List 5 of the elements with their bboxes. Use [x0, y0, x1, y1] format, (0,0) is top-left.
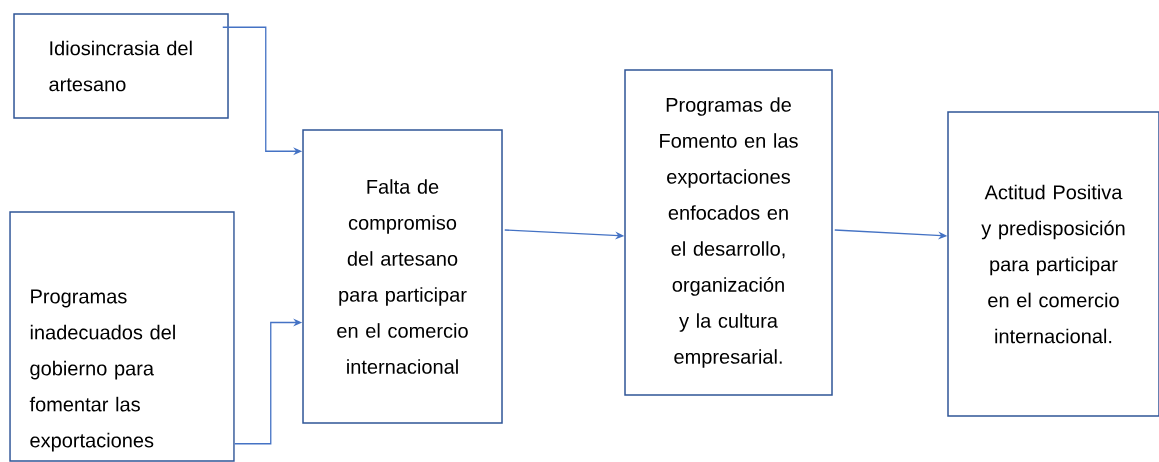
process-box: Programas de Fomento en las exportaciones enfocados en el desarrollo, organización y la cultura empresarial. — [624, 69, 833, 396]
process-box: Programas inadecuados del gobierno para fomentar las exportaciones — [9, 211, 235, 462]
process-box: Actitud Positiva y predisposición para participar en el comercio internacional. — [947, 111, 1159, 417]
process-box: Falta de compromiso del artesano para participar en el comercio internacional — [302, 129, 503, 424]
process-box: Idiosincrasia del artesano — [13, 13, 229, 119]
